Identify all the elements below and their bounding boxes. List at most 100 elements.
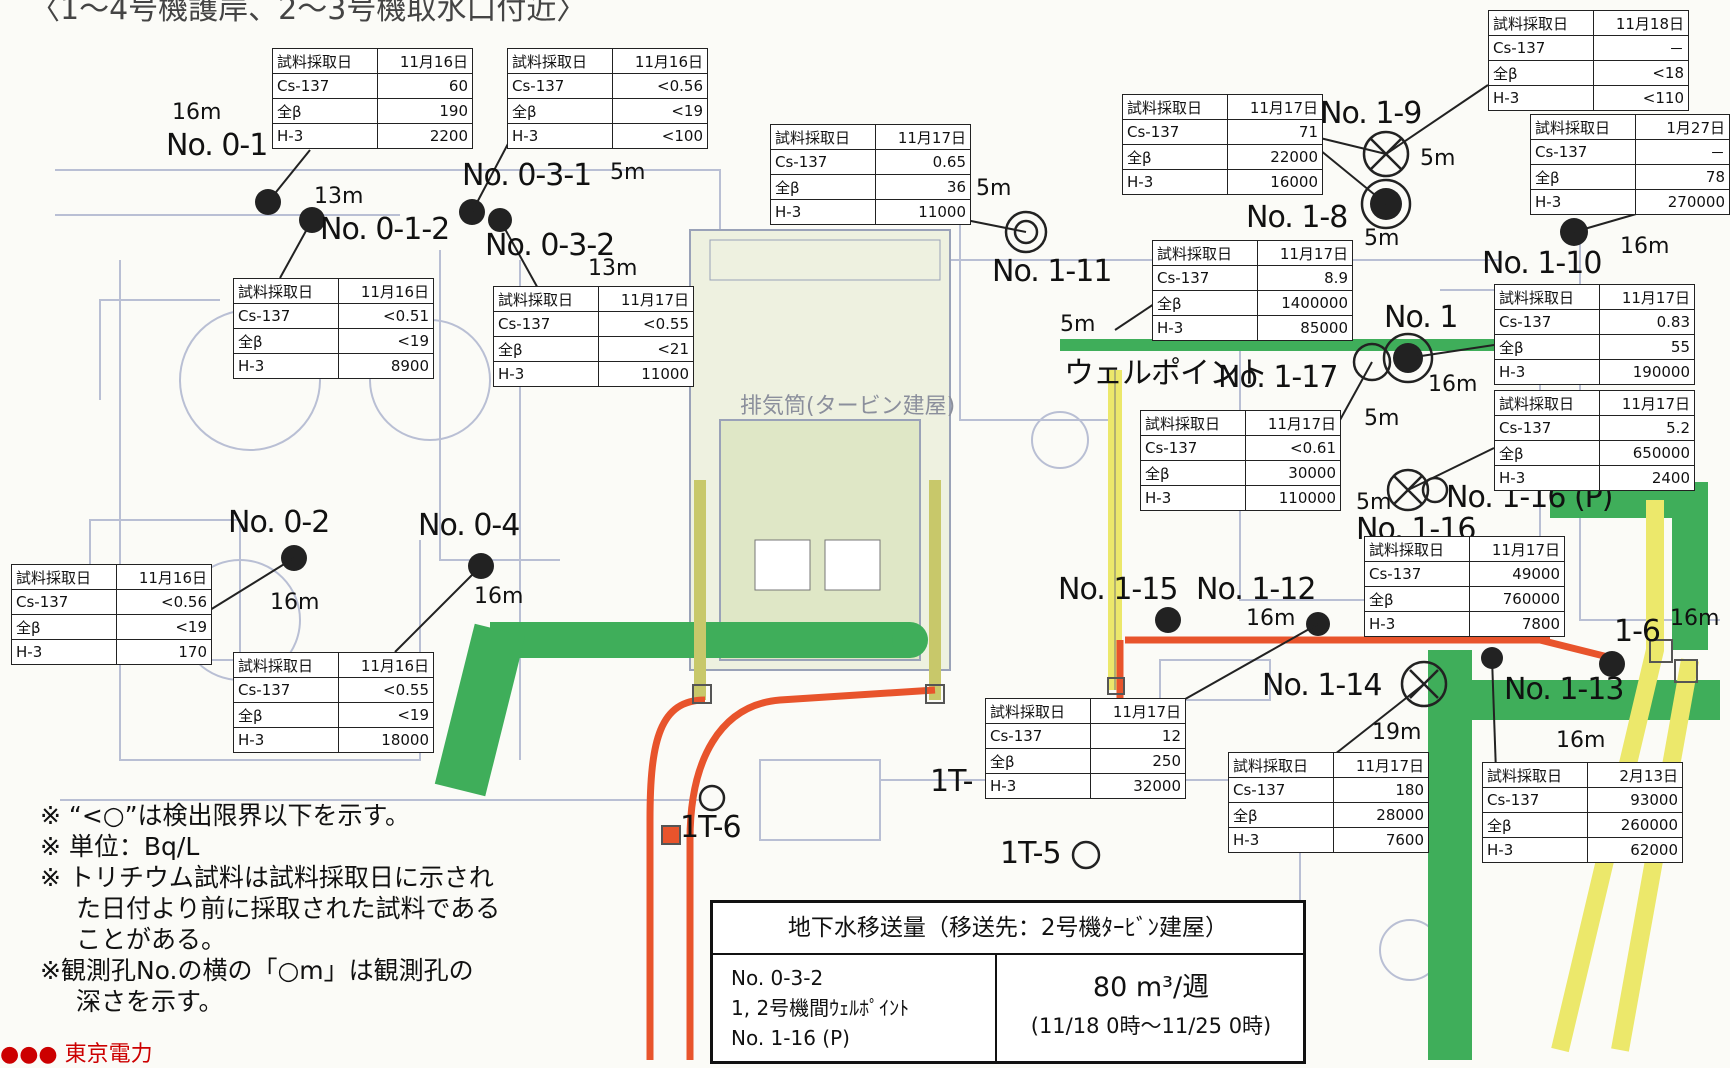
well-label-1-13: No. 1-13	[1504, 672, 1624, 707]
label-date: 試料採取日	[770, 124, 876, 150]
value-h3: 85000	[1257, 315, 1353, 341]
label-beta: 全β	[272, 98, 378, 124]
label-beta: 全β	[770, 174, 876, 200]
well-depth-0-4: 16m	[474, 584, 524, 609]
well-depth-1-9: 5m	[1420, 146, 1456, 171]
label-date: 試料採取日	[1364, 536, 1470, 562]
transfer-source: No. 1-16 (P)	[731, 1026, 850, 1050]
label-h3: H-3	[1494, 359, 1600, 385]
label-cs137: Cs-137	[1494, 309, 1600, 335]
value-beta: 22000	[1227, 144, 1323, 170]
note-line: ※観測孔No.の横の「○m」は観測孔の	[40, 956, 474, 985]
value-cs137: <0.55	[598, 311, 694, 337]
sample-date: 11月17日	[1245, 410, 1341, 436]
value-beta: 36	[875, 174, 971, 200]
value-beta: 55	[1599, 334, 1695, 360]
well-label-1-9: No. 1-9	[1320, 96, 1422, 131]
sample-date: 11月17日	[1090, 698, 1186, 724]
label-cs137: Cs-137	[1530, 139, 1636, 165]
well-label-1-6: 1-6	[1614, 614, 1661, 649]
label-beta: 全β	[1488, 60, 1594, 86]
value-h3: 7800	[1469, 611, 1565, 637]
transfer-period: (11/18 0時～11/25 0時)	[1030, 1014, 1272, 1038]
label-h3: H-3	[1140, 485, 1246, 511]
pump-boxes	[661, 639, 1698, 845]
well-label-wellpoint: ウェルポイント	[1064, 356, 1268, 391]
page-header: 〈1〜4号機護岸、2〜3号機取水口付近〉	[30, 0, 587, 27]
value-h3: 32000	[1090, 773, 1186, 799]
value-cs137: 12	[1090, 723, 1186, 749]
well-depth-1-6: 16m	[1670, 606, 1720, 631]
value-cs137: 93000	[1587, 787, 1683, 813]
label-h3: H-3	[1152, 315, 1258, 341]
label-cs137: Cs-137	[1364, 561, 1470, 587]
label-h3: H-3	[493, 361, 599, 387]
well-depth-1-12: 16m	[1246, 606, 1296, 631]
well-label-1-15: No. 1-15	[1058, 572, 1178, 607]
label-cs137: Cs-137	[770, 149, 876, 175]
label-cs137: Cs-137	[1122, 119, 1228, 145]
label-h3: H-3	[11, 639, 117, 665]
wells	[255, 188, 1625, 677]
value-cs137: －	[1593, 35, 1689, 61]
note-line: ※ 単位：Bq/L	[40, 832, 200, 861]
label-date: 試料採取日	[1482, 762, 1588, 788]
label-beta: 全β	[1228, 802, 1334, 828]
transfer-source: 1, 2号機間ｳｪﾙﾎﾟｲﾝﾄ	[731, 996, 910, 1020]
value-cs137: <0.56	[116, 589, 212, 615]
well-depth-wellpoint: 5m	[1060, 312, 1096, 337]
label-cs137: Cs-137	[272, 73, 378, 99]
well-label-0-3-1: No. 0-3-1	[462, 158, 592, 193]
label-date: 試料採取日	[1228, 752, 1334, 778]
label-h3: H-3	[272, 123, 378, 149]
note-line: ※ トリチウム試料は試料採取日に示され	[40, 863, 494, 892]
value-h3: 170	[116, 639, 212, 665]
transfer-title: 地下水移送量（移送先：2号機ﾀｰﾋﾞﾝ建屋）	[713, 903, 1303, 955]
well-label-1-8: No. 1-8	[1246, 200, 1348, 235]
label-h3: H-3	[1488, 85, 1594, 111]
label-cs137: Cs-137	[1228, 777, 1334, 803]
well-depth-0-1: 16m	[172, 100, 222, 125]
label-beta: 全β	[985, 748, 1091, 774]
label-date: 試料採取日	[233, 652, 339, 678]
value-beta: <19	[116, 614, 212, 640]
sample-date: 11月17日	[1599, 390, 1695, 416]
value-h3: 2200	[377, 123, 473, 149]
value-cs137: <0.55	[338, 677, 434, 703]
label-1t-5: 1T-5	[1000, 836, 1062, 871]
label-h3: H-3	[770, 199, 876, 225]
value-h3: 11000	[598, 361, 694, 387]
value-beta: <21	[598, 336, 694, 362]
well-depth-1-11: 5m	[976, 176, 1012, 201]
well-depth-1-8: 5m	[1364, 226, 1400, 251]
well-label-1-10: No. 1-10	[1482, 246, 1602, 281]
label-cs137: Cs-137	[1494, 415, 1600, 441]
label-beta: 全β	[507, 98, 613, 124]
label-1t-6: 1T-6	[680, 810, 742, 845]
label-h3: H-3	[233, 353, 339, 379]
well-rings	[698, 130, 1449, 870]
label-beta: 全β	[1122, 144, 1228, 170]
well-depth-0-3-1: 5m	[610, 160, 646, 185]
value-cs137: －	[1634, 139, 1730, 165]
well-label-1-17: No. 1-17	[1218, 360, 1338, 395]
well-label-0-2: No. 0-2	[228, 505, 330, 540]
well-label-1-14: No. 1-14	[1262, 668, 1382, 703]
sample-date: 11月16日	[338, 278, 434, 304]
well-depth-1-10: 16m	[1620, 234, 1670, 259]
value-h3: 7600	[1333, 827, 1429, 853]
well-depth-1-14: 19m	[1372, 720, 1422, 745]
value-beta: <19	[612, 98, 708, 124]
label-date: 試料採取日	[493, 286, 599, 312]
value-beta: <19	[338, 328, 434, 354]
sample-date: 11月16日	[612, 48, 708, 74]
